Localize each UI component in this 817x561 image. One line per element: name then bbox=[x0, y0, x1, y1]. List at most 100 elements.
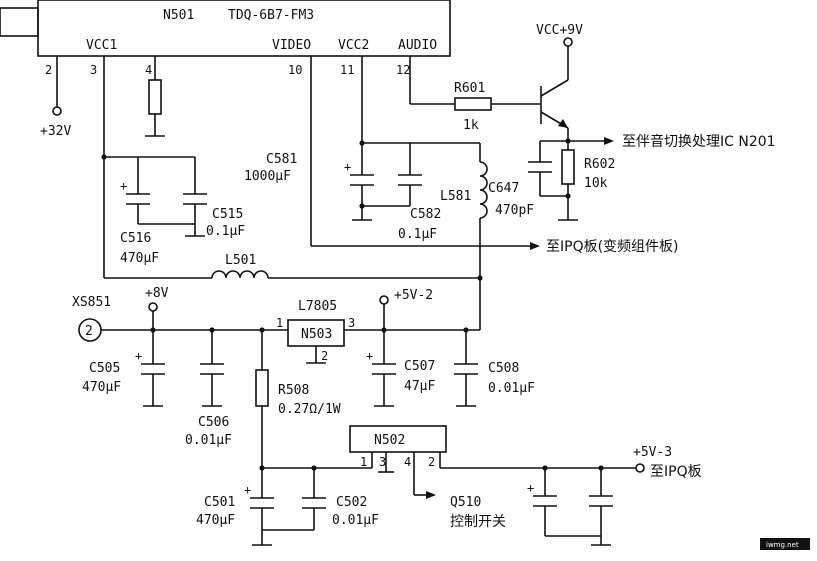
terminal-8v bbox=[148, 302, 158, 312]
c582-ref: C582 bbox=[410, 207, 441, 222]
n502-box bbox=[349, 425, 447, 453]
vcc9-label: VCC+9V bbox=[536, 23, 583, 38]
n502-switch: N502 1 3 4 2 Q510 控制开关 +5V-3 至IPQ板 + bbox=[259, 425, 702, 546]
c515-ref: C515 bbox=[212, 207, 243, 222]
c647-value: 470pF bbox=[495, 203, 534, 218]
vcc2-network: + C582 0.1μF L581 bbox=[344, 56, 488, 330]
r508-value: 0.27Ω/1W bbox=[278, 402, 341, 417]
l7805-label: L7805 bbox=[298, 299, 337, 314]
r508-ref: R508 bbox=[278, 383, 309, 398]
r601-ref: R601 bbox=[454, 81, 485, 96]
watermark-background bbox=[760, 538, 810, 550]
audio-buffer-stage: R601 1k VCC+9V 至伴音切换处理IC N201 R602 10k C… bbox=[409, 23, 776, 221]
l581-ref: L581 bbox=[440, 189, 471, 204]
c506-value: 0.01μF bbox=[185, 433, 232, 448]
vcc1-bus: + C515 0.1μF C516 470μF bbox=[101, 56, 245, 278]
pin-label-vcc1: VCC1 bbox=[86, 38, 117, 53]
r601-value: 1k bbox=[463, 118, 479, 133]
c502-ref: C502 bbox=[336, 495, 367, 510]
c647-ref: C647 bbox=[488, 181, 519, 196]
pin-label-video: VIDEO bbox=[272, 38, 311, 53]
n502-pin2: 2 bbox=[428, 455, 435, 469]
n503-pin3: 3 bbox=[348, 316, 355, 330]
terminal-vcc9 bbox=[563, 37, 573, 47]
pin-number-12: 12 bbox=[396, 63, 410, 77]
plus8v-input: 2 XS851 +8V + C505 470μF C506 0.01μF bbox=[72, 286, 288, 448]
c507-value: 47μF bbox=[404, 379, 435, 394]
n502-ref: N502 bbox=[374, 433, 405, 448]
c508-value: 0.01μF bbox=[488, 381, 535, 396]
c506-ref: C506 bbox=[198, 415, 229, 430]
n501-ref: N501 bbox=[163, 8, 194, 23]
c501-ref: C501 bbox=[204, 495, 235, 510]
l501-coil bbox=[211, 270, 269, 279]
terminal-32v bbox=[52, 106, 62, 116]
r508-body bbox=[255, 369, 269, 407]
label-32v: +32V bbox=[40, 124, 71, 139]
video-output-line: 至IPQ板(变频组件板) C581 1000μF bbox=[244, 56, 679, 255]
video-destination-label: 至IPQ板(变频组件板) bbox=[546, 239, 679, 255]
n502-pin3: 3 bbox=[379, 455, 386, 469]
r602-body bbox=[561, 149, 575, 185]
pin-number-10: 10 bbox=[288, 63, 302, 77]
n503-regulator: N503 L7805 1 3 2 +5V-2 + C507 47μF C508 … bbox=[276, 288, 535, 407]
n502-pin4: 4 bbox=[404, 455, 411, 469]
terminal-5v-2 bbox=[379, 295, 389, 305]
n502-pin1: 1 bbox=[360, 455, 367, 469]
pin-number-4: 4 bbox=[145, 63, 152, 77]
n503-pin2: 2 bbox=[321, 349, 328, 363]
c508-ref: C508 bbox=[488, 361, 519, 376]
l501-line: L501 bbox=[104, 253, 480, 279]
ipq-destination-label: 至IPQ板 bbox=[650, 464, 702, 480]
c505-value: 470μF bbox=[82, 380, 121, 395]
pin-label-audio: AUDIO bbox=[398, 38, 437, 53]
c507-ref: C507 bbox=[404, 359, 435, 374]
r508-resistor: R508 0.27Ω/1W bbox=[255, 330, 341, 468]
l501-ref: L501 bbox=[225, 253, 256, 268]
r602-value: 10k bbox=[584, 176, 608, 191]
q510-ref: Q510 bbox=[450, 495, 481, 510]
n501-module: N501 TDQ-6B7-FM3 VCC1 VIDEO VCC2 AUDIO 2… bbox=[0, 0, 451, 77]
pin2-32v-supply: +32V bbox=[40, 56, 71, 139]
c516-ref: C516 bbox=[120, 231, 151, 246]
n503-pin1: 1 bbox=[276, 316, 283, 330]
c501-c502-filter: + C501 470μF C502 0.01μF bbox=[196, 468, 379, 546]
watermark-text: iwmg.net bbox=[766, 541, 799, 549]
c505-polarity: + bbox=[135, 349, 142, 363]
audio-destination-label: 至伴音切换处理IC N201 bbox=[622, 133, 776, 150]
c501-polarity: + bbox=[244, 483, 251, 497]
l581-coil bbox=[479, 161, 488, 219]
n503-ref: N503 bbox=[301, 327, 332, 342]
pin-number-2: 2 bbox=[45, 63, 52, 77]
c516-polarity: + bbox=[120, 179, 127, 193]
n501-box bbox=[37, 0, 451, 57]
c505-ref: C505 bbox=[89, 361, 120, 376]
pin-label-vcc2: VCC2 bbox=[338, 38, 369, 53]
c581-ref: C581 bbox=[266, 152, 297, 167]
c582-value: 0.1μF bbox=[398, 227, 437, 242]
label-5v-3: +5V-3 bbox=[633, 445, 672, 460]
c501-value: 470μF bbox=[196, 513, 235, 528]
terminal-5v-3 bbox=[635, 463, 645, 473]
label-8v: +8V bbox=[145, 286, 169, 301]
c502-value: 0.01μF bbox=[332, 513, 379, 528]
antenna-connector bbox=[0, 7, 39, 37]
n501-model: TDQ-6B7-FM3 bbox=[228, 8, 314, 23]
c581-value: 1000μF bbox=[244, 169, 291, 184]
cap-polarity: + bbox=[527, 481, 534, 495]
pin-number-11: 11 bbox=[340, 63, 354, 77]
watermark-badge: iwmg.net bbox=[760, 538, 810, 550]
transistor-collector bbox=[540, 79, 569, 97]
q510-description: 控制开关 bbox=[450, 514, 506, 530]
c581-polarity: + bbox=[344, 160, 351, 174]
c507-polarity: + bbox=[366, 349, 373, 363]
xs851-pin: 2 bbox=[85, 324, 93, 339]
pin4-resistor bbox=[145, 56, 165, 137]
label-5v-2: +5V-2 bbox=[394, 288, 433, 303]
r602-ref: R602 bbox=[584, 157, 615, 172]
resistor-body bbox=[148, 79, 162, 115]
r601-body bbox=[454, 97, 492, 111]
xs851-ref: XS851 bbox=[72, 295, 111, 310]
